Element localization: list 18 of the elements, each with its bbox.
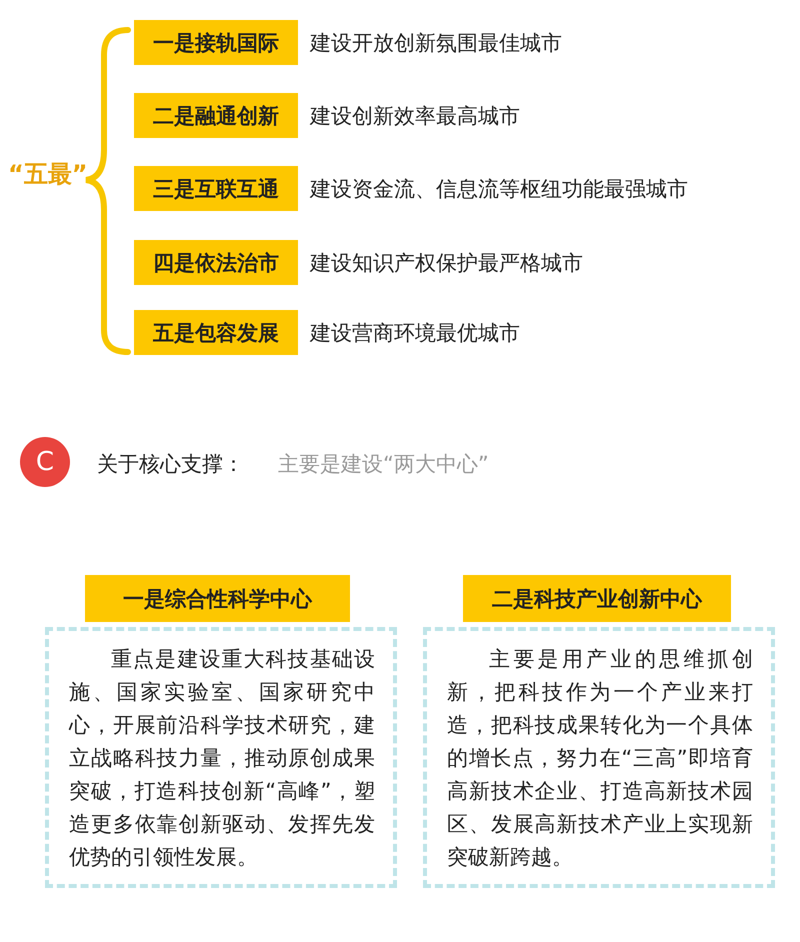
description-text: 建设创新效率最高城市 [310,103,520,130]
heading-box: 二是科技产业创新中心 [463,575,731,622]
section-title: 关于核心支撑： [97,451,244,478]
heading-box: 一是综合性科学中心 [85,575,350,622]
label-box: 二是融通创新 [134,93,298,138]
description-text: 建设知识产权保护最严格城市 [310,250,583,277]
label-box: 一是接轨国际 [134,20,298,65]
description-text: 建设营商环境最优城市 [310,320,520,347]
label-box: 四是依法治市 [134,240,298,285]
section-subtitle: 主要是建设“两大中心” [278,451,489,478]
label-box: 五是包容发展 [134,310,298,355]
section-badge: C [20,437,70,487]
text-box: 主要是用产业的思维抓创新，把科技作为一个产业来打造，把科技成果转化为一个具体的增长点，努力在“三高”即培育高新技术企业、打造高新技术园区、发展高新技术产业上实现新突破新跨越。 [423,627,775,888]
description-text: 建设开放创新氛围最佳城市 [310,30,562,57]
text-box: 重点是建设重大科技基础设施、国家实验室、国家研究中心，开展前沿科学技术研究，建立战略科技力量，推动原创成果突破，打造科技创新“高峰”，塑造更多依靠创新驱动、发挥先发优势的引领性发展。 [45,627,397,888]
description-text: 建设资金流、信息流等枢纽功能最强城市 [310,176,688,203]
brace-label: “五最” [8,159,88,190]
label-box: 三是互联互通 [134,166,298,211]
